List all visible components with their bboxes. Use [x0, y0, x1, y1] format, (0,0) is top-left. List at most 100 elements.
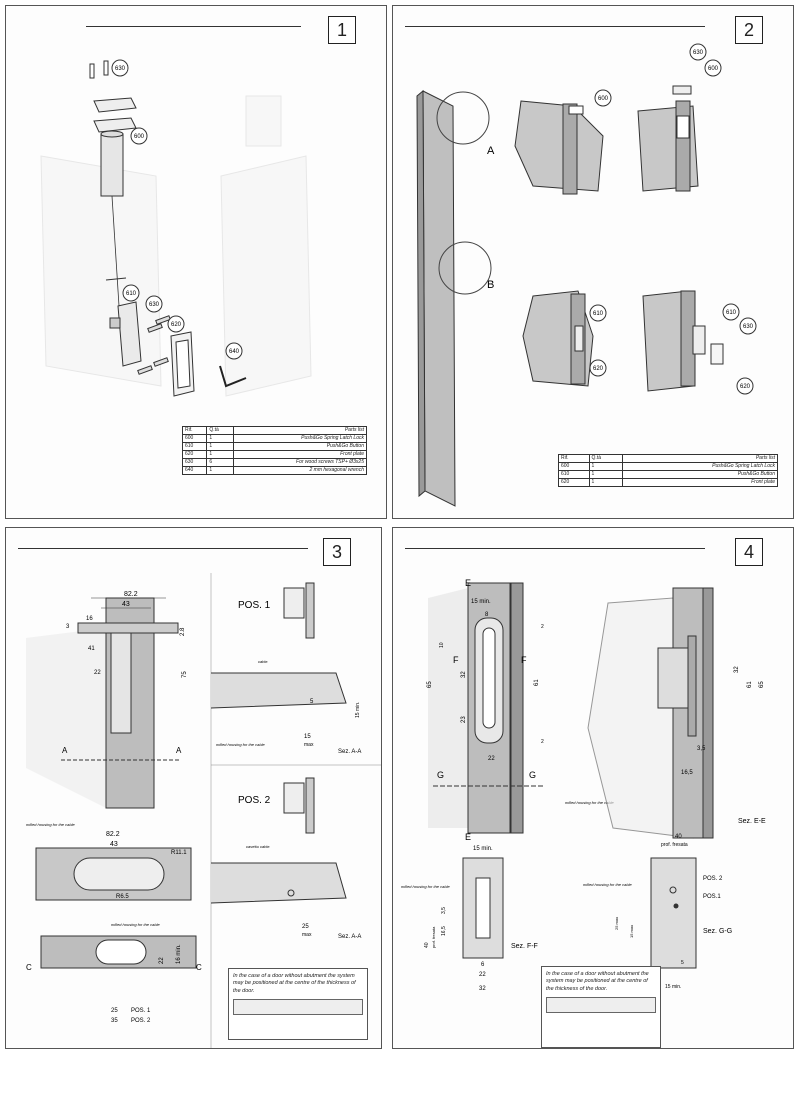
panel-number: 4: [735, 538, 763, 566]
callout-630: 630: [115, 66, 126, 72]
dim-15-max: 15 max: [629, 925, 634, 938]
header-qty: Q.tà: [206, 426, 234, 435]
mark-f: F: [521, 655, 527, 665]
callout-630: 630: [149, 302, 160, 308]
dim-82-2: 82.2: [124, 591, 138, 598]
prof-fresata: prof. fresata: [431, 926, 436, 948]
dim-75: 75: [182, 671, 188, 678]
callout-620: 620: [593, 366, 604, 372]
dim-r11-1: R11.1: [171, 850, 187, 856]
milled-label: milled housing for the cable: [565, 800, 614, 805]
pos-table-35: 35: [111, 1018, 118, 1024]
callout-610: 610: [726, 310, 737, 316]
dim-43: 43: [122, 601, 130, 608]
dim-16: 16: [86, 616, 93, 622]
panel-1: 1: [5, 5, 387, 519]
milled-label: milled housing for the cable: [583, 882, 632, 887]
callout-600: 600: [134, 134, 145, 140]
pos-table-pos2: POS. 2: [131, 1018, 151, 1024]
milled-label: milled housing for the cable: [401, 884, 450, 889]
callout-630: 630: [743, 324, 754, 330]
dim-r6-5: R6.5: [116, 894, 129, 900]
pos-table-pos1: POS. 1: [131, 1008, 151, 1014]
dim-23: 23: [461, 716, 467, 723]
header-rule: [405, 26, 705, 27]
dim-32: 32: [461, 671, 467, 678]
mark-e: E: [465, 578, 471, 588]
dim-10: 10: [439, 642, 445, 648]
dim-32: 32: [479, 986, 486, 992]
dim-15-min: 15 min.: [471, 599, 491, 605]
callout-600: 600: [598, 96, 609, 102]
dim-3-5: 3,5: [441, 907, 447, 914]
pos2-label: POS. 2: [703, 876, 723, 882]
mark-e: E: [465, 832, 471, 842]
dim-2: 2: [541, 624, 544, 630]
header-rule: [86, 26, 301, 27]
pos1-label: POS.1: [703, 894, 721, 900]
callout-640: 640: [229, 349, 240, 355]
dim-max: max: [302, 932, 312, 938]
mark-g: G: [529, 770, 536, 780]
section-ee-label: Sez. E-E: [738, 818, 766, 825]
section-gg-label: Sez. G-G: [703, 928, 732, 935]
note-text: In the case of a door without abutment t…: [233, 973, 356, 994]
pos2-label: POS. 2: [238, 795, 271, 806]
dim-41: 41: [88, 646, 95, 652]
dim-6: 6: [481, 962, 485, 968]
note-diagram: [546, 997, 656, 1014]
dim-5: 5: [681, 960, 684, 966]
hex-wrench-icon: [219, 365, 247, 388]
table-row: Rif. Q.tà Parts list: [181, 426, 368, 435]
dim-43: 43: [110, 841, 118, 848]
dim-82-2: 82.2: [106, 831, 120, 838]
section-ff-label: Sez. F-F: [511, 943, 538, 950]
callout-600: 600: [708, 66, 719, 72]
dim-32: 32: [734, 666, 740, 673]
dim-65: 65: [427, 681, 433, 688]
dim-61: 61: [534, 679, 540, 686]
door-note: In the case of a door without abutment t…: [541, 966, 661, 1048]
milled-label: milled housing for the cable: [26, 822, 75, 827]
door-note: In the case of a door without abutment t…: [228, 968, 368, 1040]
dim-40: 40: [675, 834, 682, 840]
dim-15: 15: [304, 734, 311, 740]
dim-25-max: 25 max: [614, 917, 619, 930]
section-mark-a: A: [176, 746, 182, 755]
cable-label: cable: [258, 659, 268, 664]
mark-g: G: [437, 770, 444, 780]
panel-2: 2 A B: [392, 5, 794, 519]
dim-5: 5: [310, 699, 314, 705]
header-rule: [405, 548, 705, 549]
header-ref: Rif.: [181, 426, 208, 435]
pos-table-25: 25: [111, 1008, 118, 1014]
pos1-label: POS. 1: [238, 600, 271, 611]
dim-3-5: 3,5: [697, 746, 706, 752]
callout-630: 630: [693, 50, 704, 56]
section-mark-c: C: [26, 963, 32, 972]
dim-65: 65: [759, 681, 765, 688]
callout-610: 610: [126, 291, 137, 297]
dim-16-5: 16,5: [441, 926, 447, 936]
dim-25: 25: [302, 924, 309, 930]
note-text: In the case of a door without abutment t…: [546, 971, 649, 992]
exploded-view-diagram: 630 600 610 630 620 640: [40, 59, 312, 397]
header-desc: Parts list: [232, 426, 368, 435]
dim-40: 40: [424, 942, 430, 948]
dim-15-min: 15 min.: [665, 984, 681, 990]
detail-label-a: A: [487, 145, 495, 157]
section-views-diagram: E E F F G G 15 min. 8 10 32 65 23 22 2 2…: [401, 578, 766, 992]
milled-label: milled housing for the cable: [111, 922, 160, 927]
cavetto-label: cavetto cable: [246, 844, 270, 849]
dim-2-8: 2.8: [180, 627, 186, 636]
dim-22: 22: [159, 957, 165, 964]
panel-4: 4 E E F F G G 15 min. 8 10 32 65 23 22 2…: [392, 527, 794, 1049]
dim-16-5: 16,5: [681, 770, 693, 776]
